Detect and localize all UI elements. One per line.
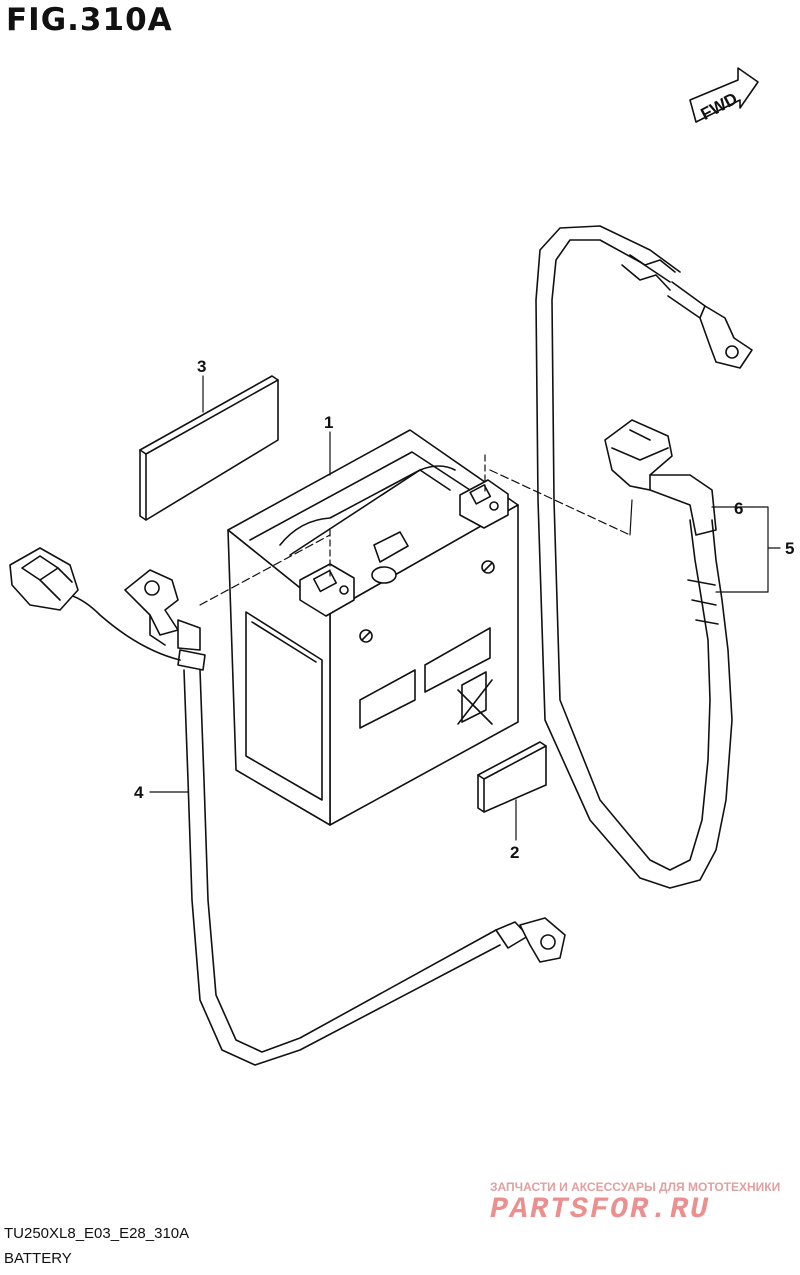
part-4-negative-cable [9, 547, 566, 1066]
figure-caption: BATTERY [4, 1250, 72, 1267]
figure-title: FIG.310A [6, 2, 173, 38]
figure-code: TU250XL8_E03_E28_310A [4, 1225, 190, 1242]
watermark-subtitle: ЗАПЧАСТИ И АКСЕССУАРЫ ДЛЯ МОТОТЕХНИКИ [490, 1180, 781, 1194]
callout-5: 5 [785, 539, 794, 558]
callout-1: 1 [324, 413, 333, 432]
part-5-positive-cable [535, 225, 753, 889]
callout-3: 3 [197, 357, 206, 376]
leader-lines [149, 375, 781, 841]
part-1-battery [227, 429, 519, 826]
callout-4: 4 [134, 783, 144, 802]
part-2-small-label [477, 741, 547, 813]
callout-6: 6 [734, 499, 743, 518]
callout-2: 2 [510, 843, 519, 862]
watermark-brand: PARTSFOR.RU [490, 1193, 711, 1227]
part-3-label-sheet [139, 375, 279, 521]
fwd-arrow-icon [689, 67, 759, 123]
